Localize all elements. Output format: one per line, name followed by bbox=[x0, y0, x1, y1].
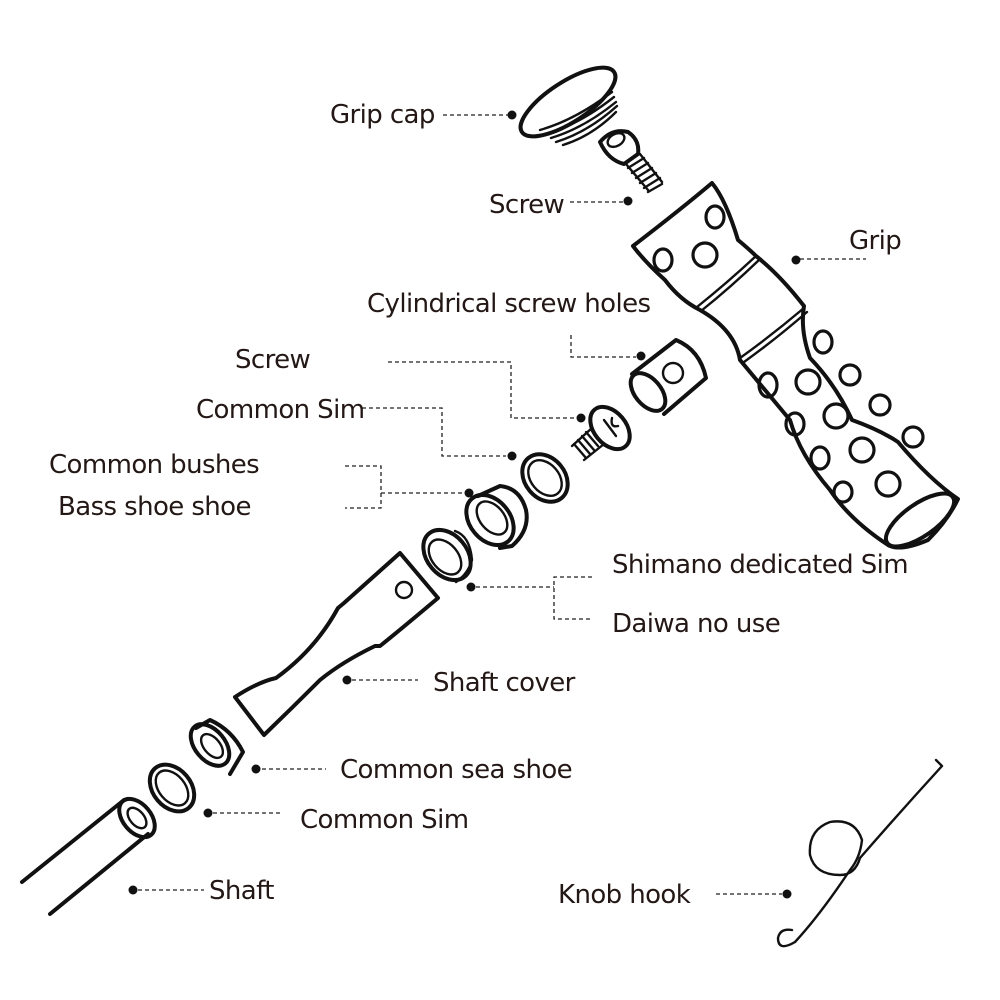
label-cylindrical-screw-holes: Cylindrical screw holes bbox=[367, 289, 650, 319]
label-shimano-dedicated-sim: Shimano dedicated Sim bbox=[612, 550, 908, 580]
screw-mid-part bbox=[570, 404, 632, 462]
label-shaft-cover: Shaft cover bbox=[433, 668, 576, 698]
shaft-part bbox=[20, 796, 157, 916]
common-sim-top-part bbox=[520, 452, 570, 504]
knob-hook-part bbox=[776, 758, 944, 948]
screw-top-dot bbox=[623, 196, 633, 206]
label-common-sim-bottom: Common Sim bbox=[300, 805, 468, 835]
label-grip: Grip bbox=[849, 226, 901, 256]
shaft-cover-dot bbox=[342, 675, 352, 685]
shaft-dot bbox=[128, 885, 138, 895]
grip-cap-part bbox=[518, 65, 619, 147]
common-sim-bottom-part bbox=[147, 762, 197, 814]
label-common-sea-shoe: Common sea shoe bbox=[340, 755, 572, 785]
shimano-sim-dot bbox=[466, 582, 476, 592]
label-bass-shoe-shoe: Bass shoe shoe bbox=[58, 492, 251, 522]
common-sim-bottom-dot bbox=[203, 808, 213, 818]
common-bushes-dot bbox=[464, 488, 474, 498]
label-common-bushes: Common bushes bbox=[49, 450, 259, 480]
common-sim-top-dot bbox=[507, 451, 517, 461]
common-sea-shoe-part bbox=[188, 718, 245, 776]
label-grip-cap: Grip cap bbox=[330, 100, 435, 130]
label-common-sim-top: Common Sim bbox=[196, 395, 364, 425]
grip-dot bbox=[791, 255, 801, 265]
common-bush-part bbox=[464, 484, 529, 550]
grip-part bbox=[631, 181, 960, 550]
cylindrical-screw-hole-part bbox=[628, 338, 708, 416]
screw-mid-dot bbox=[576, 413, 586, 423]
label-screw-top: Screw bbox=[489, 190, 565, 220]
shaft-cover-part bbox=[233, 551, 440, 737]
cylindrical-screw-holes-dot bbox=[636, 351, 646, 361]
label-shaft: Shaft bbox=[209, 876, 274, 906]
leader-lines bbox=[128, 110, 866, 899]
shimano-sim-part bbox=[421, 527, 474, 584]
knob-hook-dot bbox=[782, 889, 792, 899]
label-daiwa-no-use: Daiwa no use bbox=[612, 609, 780, 639]
common-sea-shoe-dot bbox=[251, 764, 261, 774]
screw-top-part bbox=[598, 129, 664, 194]
grip-cap-dot bbox=[507, 110, 517, 120]
label-screw-mid: Screw bbox=[235, 345, 311, 375]
label-knob-hook: Knob hook bbox=[558, 880, 691, 910]
